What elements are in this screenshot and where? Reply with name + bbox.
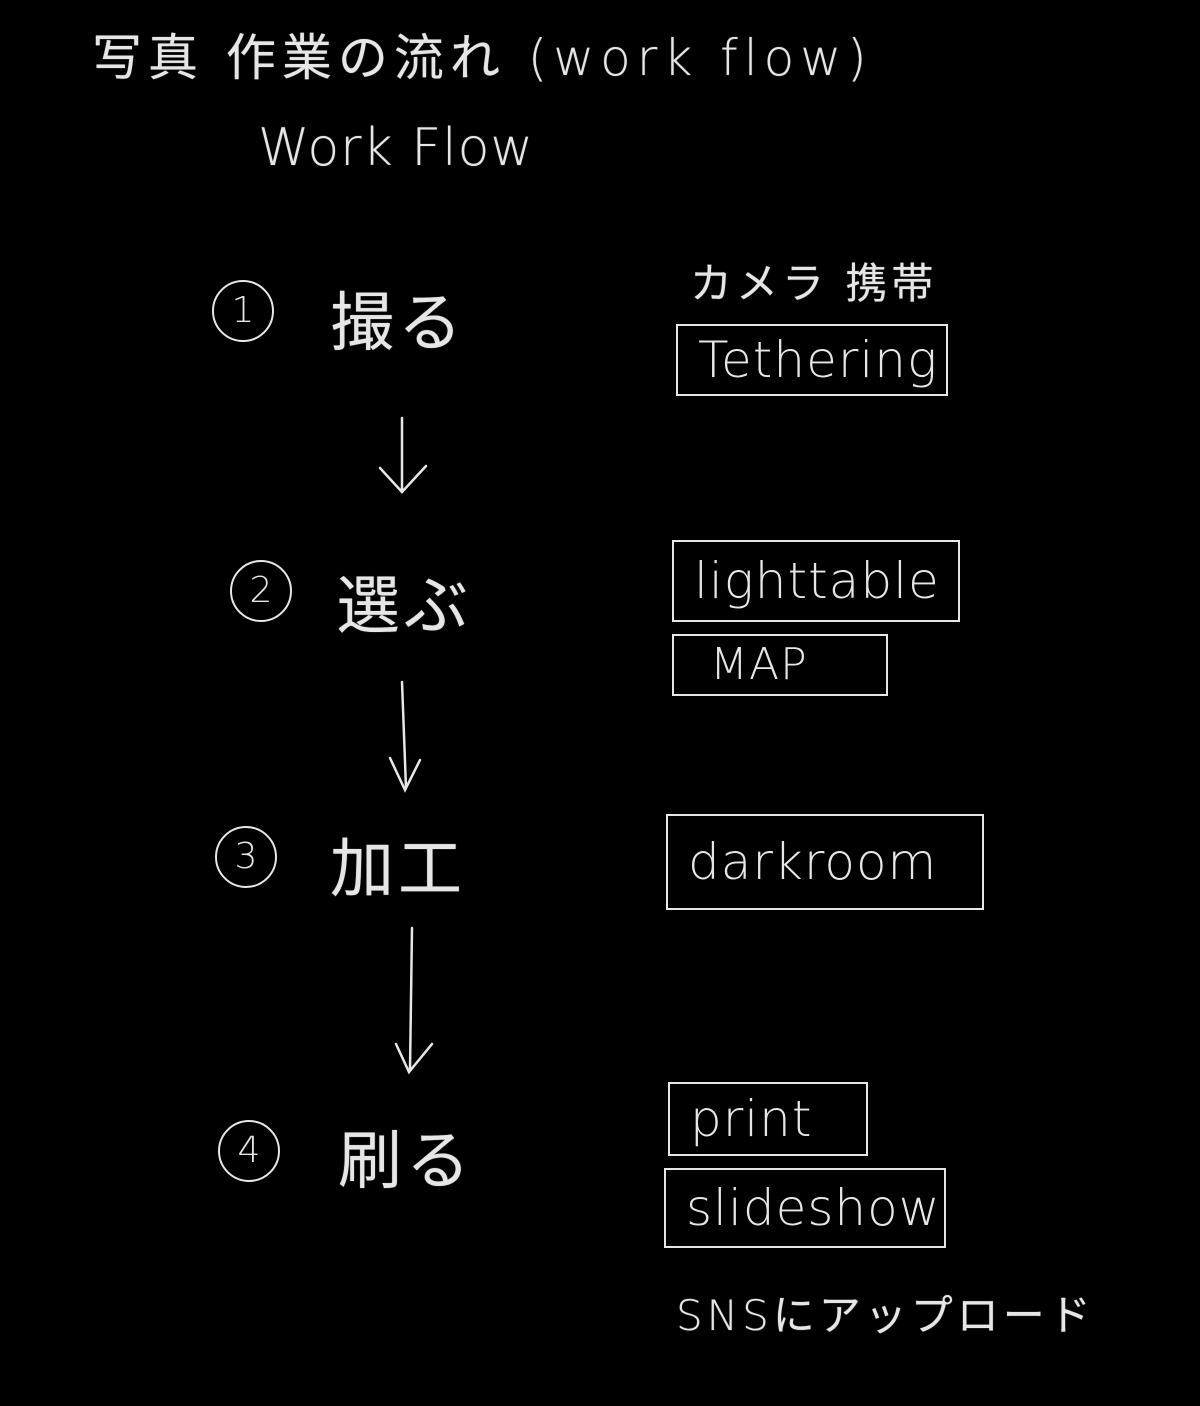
darkroom-box: darkroom [666,814,984,910]
step-1-label: 撮る [330,287,466,361]
step-3-label: 加工 [330,833,466,907]
slideshow-box: slideshow [664,1168,946,1248]
step-2-number: 2 [230,560,292,622]
lighttable-box: lighttable [672,540,960,622]
step-3-number: 3 [215,826,277,888]
page-title: 写真 作業の流れ (work flow) [92,29,873,87]
step-4-number: 4 [218,1120,280,1182]
arrow-down-icon [378,416,428,494]
tethering-box: Tethering [676,324,948,396]
step-1-number: 1 [212,280,274,342]
map-box: MAP [672,634,888,696]
arrow-down-icon [388,680,422,793]
camera-note: カメラ 携帯 [690,259,938,308]
step-2-label: 選ぶ [336,570,472,644]
sns-note: SNSにアップロード [676,1291,1095,1340]
step-4-label: 刷る [338,1125,474,1199]
page-subtitle: Work Flow [258,118,534,178]
arrow-down-icon [394,926,434,1075]
print-box: print [668,1082,868,1156]
